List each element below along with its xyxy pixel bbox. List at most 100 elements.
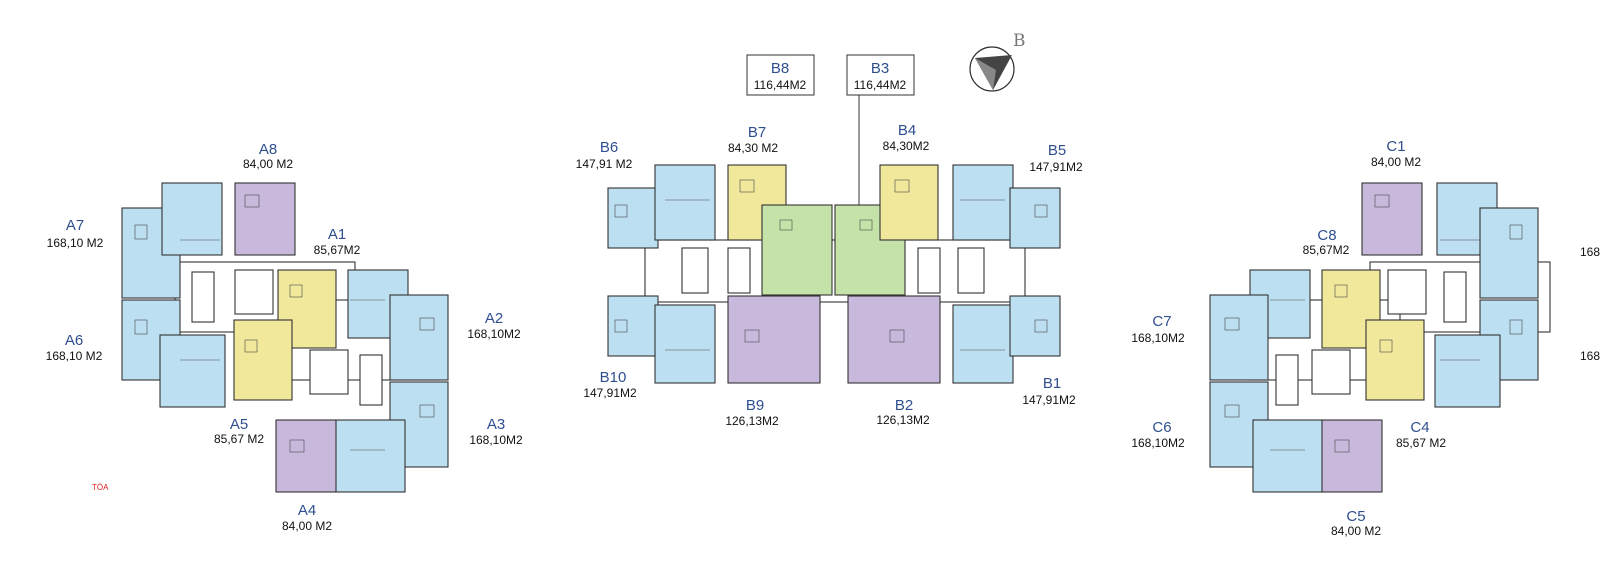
unit-area: 85,67 M2 [1396, 436, 1446, 450]
unit-code: B9 [746, 397, 764, 414]
unit-area: 147,91M2 [583, 386, 637, 400]
unit-area: 84,00 M2 [282, 519, 332, 533]
unit-c4-plan[interactable] [1365, 319, 1425, 401]
unit-code: B7 [748, 124, 766, 141]
unit-b6-plan[interactable] [607, 187, 659, 249]
unit-c6-plan[interactable] [1252, 419, 1324, 493]
elevator-core [1311, 349, 1351, 395]
unit-code: C5 [1346, 508, 1365, 525]
unit-area: 168,10 M2 [46, 349, 103, 363]
unit-code: C7 [1152, 313, 1171, 330]
unit-code: B2 [895, 397, 913, 414]
unit-area: 147,91M2 [1029, 160, 1083, 174]
unit-a3-plan[interactable] [334, 419, 406, 493]
furniture-hints [134, 194, 435, 453]
unit-b8-plan[interactable] [761, 204, 833, 296]
unit-code: B1 [1043, 375, 1061, 392]
unit-area: 84,00 M2 [1331, 524, 1381, 538]
compass-letter: B [1013, 31, 1026, 51]
unit-area: 85,67M2 [1303, 243, 1350, 257]
callout-b8[interactable]: B8 116,44M2 [746, 54, 815, 96]
callout-area: 116,44M2 [854, 78, 907, 92]
elevator-core [917, 247, 941, 294]
callout-b3[interactable]: B3 116,44M2 [846, 54, 915, 96]
elevator-core [309, 349, 349, 395]
unit-area: 84,30 M2 [728, 141, 778, 155]
stair-core [1443, 271, 1467, 323]
unit-code: A7 [66, 217, 84, 234]
unit-a2-plan[interactable] [389, 294, 449, 381]
unit-code: A2 [485, 310, 503, 327]
unit-code: A4 [298, 502, 316, 519]
building-c [1209, 182, 1551, 493]
unit-b10-plan[interactable] [607, 295, 659, 357]
unit-b5-plan[interactable] [952, 164, 1014, 241]
callout-code: B8 [771, 60, 789, 77]
north-arrow-icon: B [969, 31, 1026, 92]
unit-area: 168,10 M2 [47, 236, 104, 250]
building-c-labels: C1 84,00 M2 C8 85,67M2 C7 168,10M2 C6 16… [1131, 138, 1600, 538]
unit-code: C1 [1386, 138, 1405, 155]
unit-area: 126,13M2 [876, 413, 930, 427]
unit-area: 168 [1580, 245, 1600, 259]
unit-code: C8 [1317, 227, 1336, 244]
unit-b9-plan[interactable] [727, 295, 821, 384]
building-b-labels: B6 147,91 M2 B7 84,30 M2 B4 84,30M2 B5 1… [576, 122, 1083, 428]
unit-code: B6 [600, 139, 618, 156]
unit-a6-plan[interactable] [159, 334, 226, 408]
unit-code: B10 [600, 369, 627, 386]
unit-code: A8 [259, 141, 277, 158]
unit-area: 84,00 M2 [243, 157, 293, 171]
unit-area: 84,30M2 [883, 139, 930, 153]
unit-a5-plan[interactable] [233, 319, 293, 401]
unit-b2-plan[interactable] [847, 295, 941, 384]
callout-area: 116,44M2 [754, 78, 807, 92]
stair-core [359, 354, 383, 406]
unit-area: 168,10M2 [469, 433, 523, 447]
unit-b4-plan[interactable] [879, 164, 939, 241]
unit-code: C4 [1410, 419, 1429, 436]
unit-area: 168,10M2 [1131, 436, 1185, 450]
unit-c3-plan[interactable] [1434, 334, 1501, 408]
furniture-hints [614, 179, 1048, 351]
unit-c1-plan[interactable] [1361, 182, 1423, 256]
unit-b6-plan[interactable] [654, 164, 716, 241]
elevator-core [727, 247, 751, 294]
unit-code: B5 [1048, 142, 1066, 159]
unit-code: A6 [65, 332, 83, 349]
furniture-hints [1224, 194, 1523, 453]
unit-b1-plan[interactable] [952, 304, 1014, 384]
unit-c2-plan[interactable] [1479, 207, 1539, 299]
unit-code: B4 [898, 122, 916, 139]
unit-b10-plan[interactable] [654, 304, 716, 384]
unit-area: 147,91M2 [1022, 393, 1076, 407]
tower-tag: TÒA [92, 483, 109, 492]
building-a [121, 182, 449, 493]
unit-a7-plan[interactable] [161, 182, 223, 256]
stair-core [191, 271, 215, 323]
unit-area: 126,13M2 [725, 414, 779, 428]
unit-area: 168,10M2 [1131, 331, 1185, 345]
unit-area: 168 [1580, 349, 1600, 363]
elevator-core [234, 269, 274, 315]
stair-core [681, 247, 709, 294]
unit-a4-plan[interactable] [275, 419, 337, 493]
unit-a8-plan[interactable] [234, 182, 296, 256]
stair-core [957, 247, 985, 294]
unit-area: 147,91 M2 [576, 157, 633, 171]
unit-c7-plan[interactable] [1209, 294, 1269, 381]
unit-code: A1 [328, 226, 346, 243]
unit-area: 85,67 M2 [214, 432, 264, 446]
unit-area: 85,67M2 [314, 243, 361, 257]
unit-b5-plan[interactable] [1009, 187, 1061, 249]
callout-code: B3 [871, 60, 889, 77]
stair-core [1275, 354, 1299, 406]
unit-area: 168,10M2 [467, 327, 521, 341]
elevator-core [1387, 269, 1427, 315]
unit-code: A3 [487, 416, 505, 433]
unit-c5-plan[interactable] [1321, 419, 1383, 493]
building-a-labels: A8 84,00 M2 A7 168,10 M2 A1 85,67M2 A2 1… [46, 141, 523, 533]
unit-area: 84,00 M2 [1371, 155, 1421, 169]
building-b [607, 95, 1061, 384]
